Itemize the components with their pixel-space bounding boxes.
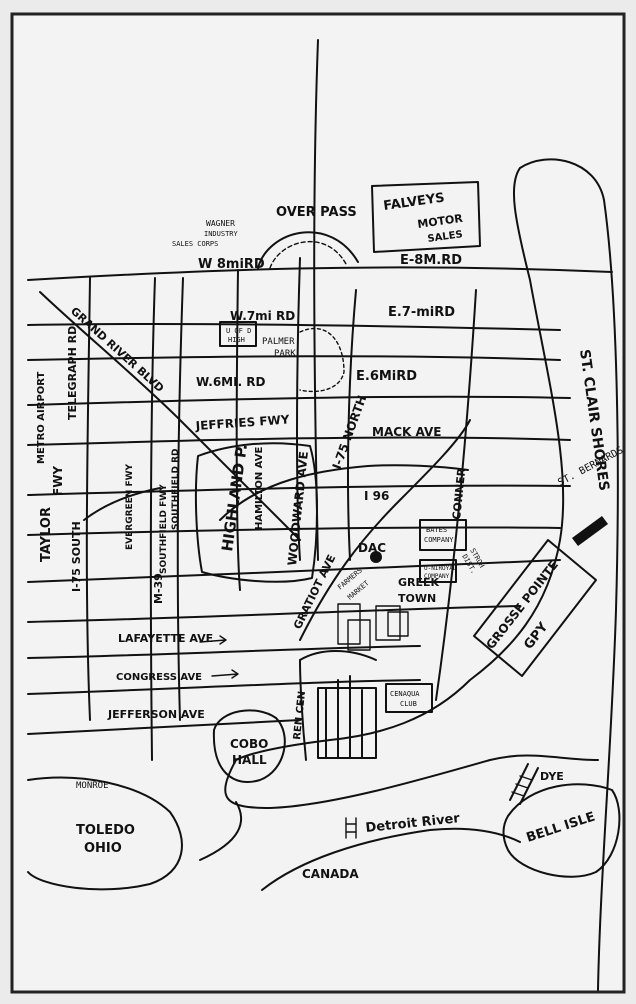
label-wagner-3: SALES CORPS <box>172 240 218 248</box>
belle-isle-outline <box>502 783 621 878</box>
label-fwy: FWY <box>51 466 65 496</box>
label-hamilton: HAMILTON AVE <box>254 447 265 530</box>
label-palmer-1: PALMER <box>262 337 295 347</box>
label-monroe: MONROE <box>76 781 109 791</box>
highland-park-outline <box>194 442 318 583</box>
lake-st-clair-shoreline <box>235 158 619 991</box>
label-jeffries: JEFFRIES FWY <box>194 412 290 433</box>
label-w-7-mile: W.7mi RD <box>230 309 295 323</box>
belle-isle-bridge <box>509 763 539 805</box>
congress-arrow <box>211 669 239 679</box>
grosse-pointe-box <box>473 539 597 677</box>
lafayette-arrow <box>199 635 227 645</box>
uniroyal-box <box>419 559 457 583</box>
label-evergreen: EVERGREEN FWY <box>125 463 135 550</box>
label-mack: MACK AVE <box>372 425 441 439</box>
label-i96: I 96 <box>364 489 389 503</box>
i96-curve <box>219 464 469 521</box>
label-uniroyal-2: COMPANY <box>424 573 450 580</box>
overpass-arc-inner <box>269 240 347 269</box>
label-bates-2: COMPANY <box>424 536 454 544</box>
label-u-of-d-1: U OF D <box>226 327 251 335</box>
label-e-7-mile: E.7-miRD <box>388 305 455 320</box>
label-metro-airport: METRO AIRPORT <box>36 371 47 464</box>
label-cenaqua-1: CENAQUA <box>390 690 420 698</box>
grand-river-road <box>39 291 301 541</box>
cenaqua-box <box>385 683 433 713</box>
label-bates-1: BATES <box>426 526 447 534</box>
label-southfield-rd: SOUTHFIELD RD <box>171 449 181 531</box>
gratiot-road <box>299 419 471 641</box>
falveys-box <box>371 181 481 253</box>
label-taylor: TAYLOR <box>39 507 54 562</box>
west-curve <box>83 487 161 521</box>
label-greektown-1: GREEK <box>398 576 440 589</box>
label-m39: M-39 <box>152 573 165 604</box>
label-congress: CONGRESS AVE <box>116 672 202 683</box>
label-palmer-2: PARK <box>274 349 296 359</box>
greektown-buildings <box>337 603 409 651</box>
label-cobo-2: HALL <box>232 753 267 767</box>
label-toledo: TOLEDO <box>76 823 135 838</box>
label-cobo-1: COBO <box>230 737 268 751</box>
label-overpass: OVER PASS <box>276 205 357 220</box>
palmer-park-outline <box>299 327 345 393</box>
river-west-bank <box>199 801 243 861</box>
river-south-bank <box>261 827 521 891</box>
bates-box <box>419 519 467 551</box>
label-i75-south: I-75 SOUTH <box>70 521 83 592</box>
ambassador-bridge <box>345 817 357 839</box>
river-north-bank <box>224 754 599 809</box>
label-greektown-2: TOWN <box>398 592 436 605</box>
label-falveys-2: MOTOR <box>417 212 465 231</box>
label-e-8-mile: E-8M.RD <box>400 253 462 268</box>
label-e-6-mile: E.6MiRD <box>356 369 417 384</box>
label-southfield-fwy: SOUTHFIELD FWY <box>159 484 169 574</box>
st-bernards-marker <box>572 516 608 546</box>
label-dye: DYE <box>540 770 564 783</box>
label-uniroyal-1: U-NIROYAL <box>424 565 457 572</box>
cobo-hall-outline <box>212 709 286 783</box>
label-falveys-3: SALES <box>427 229 464 245</box>
dac-dot <box>370 551 382 563</box>
label-conner: CONNER <box>450 467 468 520</box>
label-jefferson: JEFFERSON AVE <box>107 708 205 721</box>
label-wagner-1: WAGNER <box>206 219 235 228</box>
vertical-roads <box>85 39 477 761</box>
label-cenaqua-2: CLUB <box>400 700 417 708</box>
label-lafayette: LAFAYETTE AVE <box>118 632 213 645</box>
label-w-8-mile: W 8miRD <box>198 257 265 272</box>
label-wagner-2: INDUSTRY <box>204 230 239 238</box>
label-ren-cen: REN CEN <box>292 691 308 741</box>
label-dac: DAC <box>358 541 386 555</box>
label-u-of-d-2: HIGH <box>228 336 245 344</box>
label-telegraph: TELEGRAPH RD <box>66 326 79 420</box>
horizontal-roads <box>27 266 613 735</box>
label-w-6-mile: W.6MI. RD <box>196 375 266 389</box>
overpass-arc <box>257 231 359 269</box>
ren-cen-buildings <box>299 650 377 761</box>
u-of-d-high-box <box>219 321 257 347</box>
toledo-outline <box>27 776 183 891</box>
label-ohio: OHIO <box>84 841 122 856</box>
label-canada: CANADA <box>302 867 359 881</box>
